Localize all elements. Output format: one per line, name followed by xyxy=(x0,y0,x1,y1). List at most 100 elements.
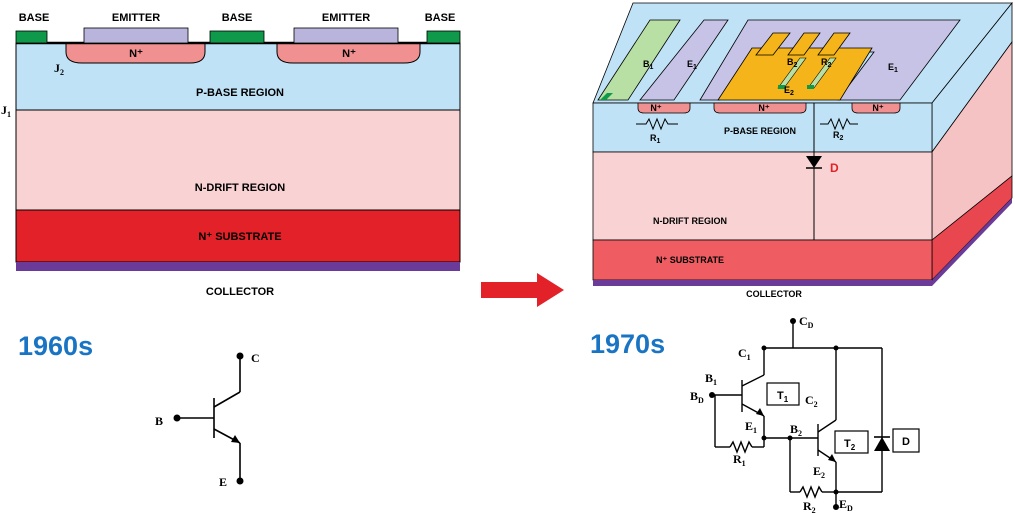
r2-label: R2 xyxy=(803,499,816,514)
right-e2-finger-2 xyxy=(787,32,821,56)
right-r2-label: R2 xyxy=(833,130,844,142)
right-e1-left-label: E1 xyxy=(687,59,697,71)
left-symbol-e-label: E xyxy=(219,475,227,489)
right-collector-label: COLLECTOR xyxy=(746,289,802,299)
t2-box xyxy=(834,430,869,454)
t1-label: T1 xyxy=(777,390,789,404)
circuit-diode-icon xyxy=(874,437,890,451)
right-diode-label: D xyxy=(830,161,839,175)
right-b2-pad-1 xyxy=(778,85,785,89)
right-n-substrate xyxy=(592,239,933,281)
bd-label: BD xyxy=(690,389,704,405)
r1-label: R1 xyxy=(733,452,746,468)
ed-terminal-dot xyxy=(833,504,839,510)
right-e1-right-label: E1 xyxy=(888,62,898,74)
left-n-substrate-label: N⁺ SUBSTRATE xyxy=(198,231,281,243)
right-p-base-label: P-BASE REGION xyxy=(724,126,796,136)
e1-label: E1 xyxy=(745,419,757,435)
left-symbol-c-label: C xyxy=(251,351,260,365)
right-nplus-label-2: N⁺ xyxy=(758,103,769,113)
left-j2-label: J2 xyxy=(54,61,64,77)
left-emitter-label-2: EMITTER xyxy=(322,12,370,24)
t1-box xyxy=(766,382,800,406)
node-dot xyxy=(833,489,839,495)
ed-label: ED xyxy=(839,497,853,513)
left-n-drift-region xyxy=(15,109,461,211)
right-b2-label: B2 xyxy=(787,57,798,69)
right-collector-metal xyxy=(593,280,932,286)
b1-label: B1 xyxy=(705,371,717,387)
left-base-label-2: BASE xyxy=(222,12,253,24)
right-darlington-circuit xyxy=(712,321,883,507)
left-base-contact-3 xyxy=(426,30,461,44)
left-emitter-contact-2 xyxy=(293,27,399,44)
right-era-label: 1970s xyxy=(590,329,665,359)
right-r1-label: R1 xyxy=(650,133,661,145)
right-b1-label: B1 xyxy=(643,59,654,71)
collector-terminal-dot xyxy=(236,352,244,360)
left-base-label-3: BASE xyxy=(425,12,456,24)
right-nplus-well-2 xyxy=(713,102,807,114)
node-dot xyxy=(833,345,839,351)
left-emitter-contact-1 xyxy=(83,27,189,44)
base-terminal-dot xyxy=(173,414,181,422)
right-nplus-well-1 xyxy=(637,102,691,114)
d-label: D xyxy=(902,436,910,448)
d-box xyxy=(892,428,920,453)
emitter-terminal-dot xyxy=(236,477,244,485)
left-nplus-label-2: N⁺ xyxy=(342,48,356,60)
right-e1-left-strip xyxy=(639,19,729,101)
left-n-substrate xyxy=(15,209,461,263)
right-n-substrate-label: N⁺ SUBSTRATE xyxy=(656,255,724,265)
right-e2-finger-1 xyxy=(755,32,791,56)
left-base-contact-2 xyxy=(209,30,265,44)
cd-terminal-dot xyxy=(790,318,796,324)
node-dot xyxy=(761,435,767,441)
left-device-cross-section: BASE EMITTER BASE EMITTER BASE N⁺ N⁺ J2 … xyxy=(1,12,461,298)
node-dot xyxy=(787,435,793,441)
left-p-base-label: P-BASE REGION xyxy=(196,87,284,99)
right-device-3d: B1 E1 B2 R2 E2 E1 N⁺ N⁺ N⁺ R1 R2 P-BASE … xyxy=(592,1,1013,299)
left-symbol-b-label: B xyxy=(155,414,163,428)
left-nplus-label-1: N⁺ xyxy=(129,48,143,60)
right-arrow-icon xyxy=(481,273,564,307)
t2-emitter-arrow-icon xyxy=(828,454,836,462)
cd-label: CD xyxy=(799,314,814,330)
right-n-drift-label: N-DRIFT REGION xyxy=(653,216,727,226)
left-nplus-well-2 xyxy=(276,42,421,64)
c2-label: C2 xyxy=(805,393,818,409)
right-b2-pad-2 xyxy=(807,85,814,89)
emitter-arrow-icon xyxy=(231,435,240,443)
right-b1-strip xyxy=(597,19,681,101)
right-side-collector xyxy=(932,198,1012,286)
left-collector-label: COLLECTOR xyxy=(206,286,274,298)
left-j1-label: J1 xyxy=(1,103,11,119)
c1-label: C1 xyxy=(738,346,751,362)
transition-arrow xyxy=(481,273,564,307)
left-collector-metal xyxy=(16,262,460,271)
right-diode-icon xyxy=(806,156,822,168)
right-e2-finger-3 xyxy=(817,32,851,56)
right-n-drift-region xyxy=(592,151,933,241)
right-r1-resistor-icon xyxy=(636,117,678,131)
right-circuit-details: CD C1 B1 BD T1 C2 E1 B2 T2 D R1 E2 ED R2 xyxy=(690,314,920,514)
e2-label: E2 xyxy=(813,464,825,480)
node-dot xyxy=(761,345,767,351)
left-emitter-label-1: EMITTER xyxy=(112,12,160,24)
right-e2-label: E2 xyxy=(784,85,794,97)
right-nplus-label-1: N⁺ xyxy=(650,103,661,113)
right-nplus-label-3: N⁺ xyxy=(872,103,883,113)
right-nplus-well-3 xyxy=(851,102,901,114)
bd-terminal-dot xyxy=(709,392,715,398)
left-nplus-well-1 xyxy=(65,42,206,64)
b2-label: B2 xyxy=(790,422,802,438)
left-base-contact-1 xyxy=(15,30,48,44)
left-era-label: 1960s xyxy=(18,331,93,361)
right-r2-resistor-icon xyxy=(820,117,858,131)
t2-label: T2 xyxy=(844,438,856,452)
left-base-label-1: BASE xyxy=(19,12,50,24)
left-bjt-symbol xyxy=(177,356,241,481)
left-n-drift-label: N-DRIFT REGION xyxy=(195,182,285,194)
right-b1-contact-pad xyxy=(600,93,613,100)
